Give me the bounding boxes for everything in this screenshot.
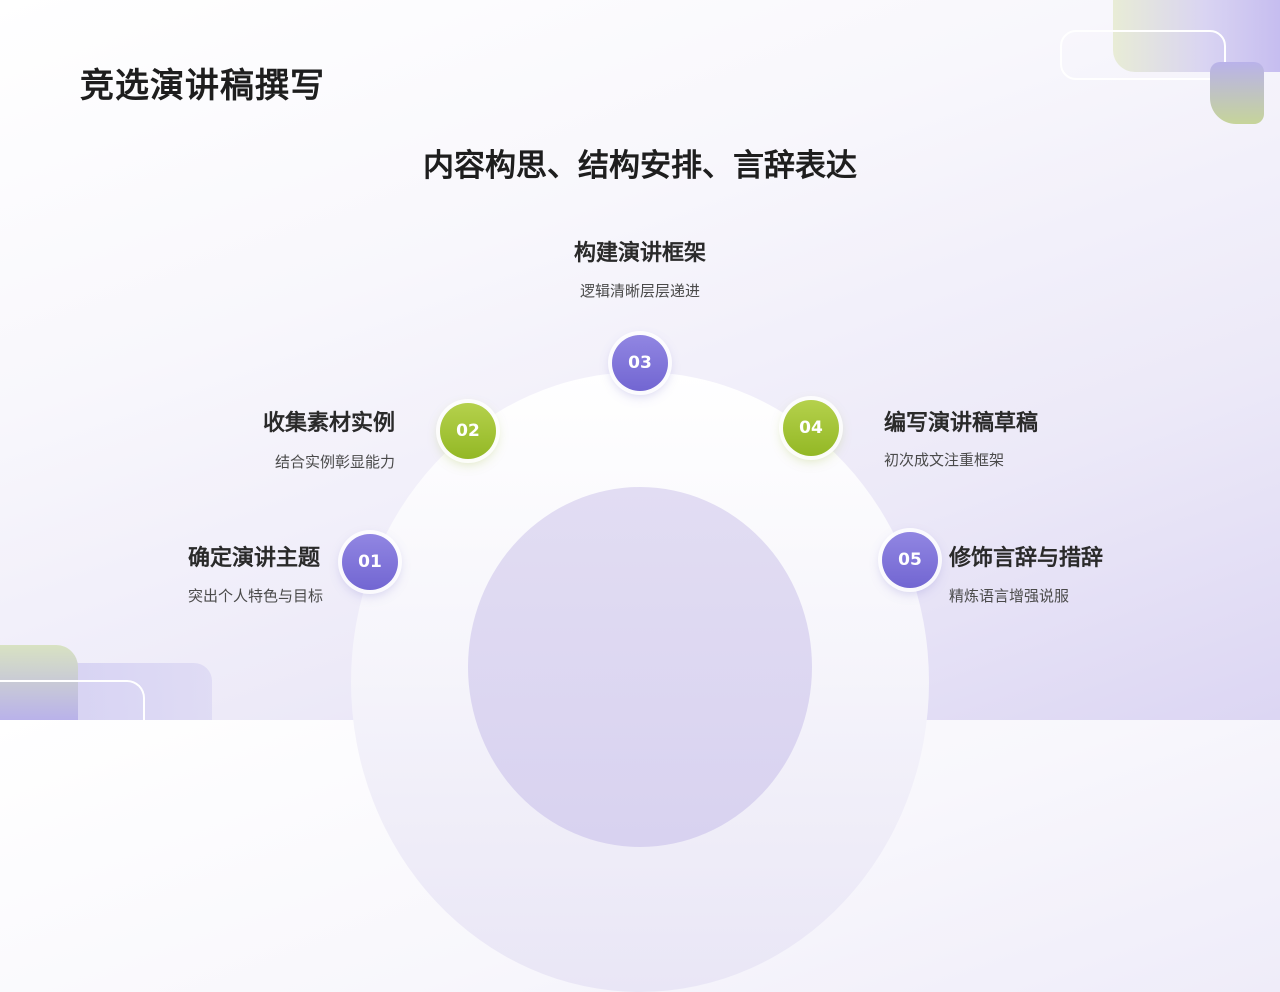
step-desc-03: 逻辑清晰层层递进 xyxy=(579,282,700,300)
page-subtitle: 内容构思、结构安排、言辞表达 xyxy=(423,148,857,184)
step-desc-04: 初次成文注重框架 xyxy=(884,451,1005,469)
arch-inner xyxy=(468,487,812,847)
corner-decoration-top-right xyxy=(1113,0,1280,72)
step-node-04: 04 xyxy=(783,400,839,456)
step-node-01: 01 xyxy=(342,534,398,590)
corner-outline-bottom-left xyxy=(0,680,145,720)
step-node-05: 05 xyxy=(882,532,938,588)
corner-tile-top-right xyxy=(1210,62,1264,124)
step-title-03: 构建演讲框架 xyxy=(573,241,706,266)
step-desc-05: 精炼语言增强说服 xyxy=(949,587,1070,605)
step-node-03: 03 xyxy=(612,335,668,391)
corner-outline-top-right xyxy=(1060,30,1226,80)
step-desc-01: 突出个人特色与目标 xyxy=(188,587,324,605)
page-title: 竞选演讲稿撰写 xyxy=(80,66,325,106)
step-node-02: 02 xyxy=(440,403,496,459)
step-title-04: 编写演讲稿草稿 xyxy=(884,411,1039,436)
step-desc-02: 结合实例彰显能力 xyxy=(274,453,395,471)
step-title-05: 修饰言辞与措辞 xyxy=(949,546,1104,571)
step-title-01: 确定演讲主题 xyxy=(188,546,321,571)
step-title-02: 收集素材实例 xyxy=(262,411,395,436)
